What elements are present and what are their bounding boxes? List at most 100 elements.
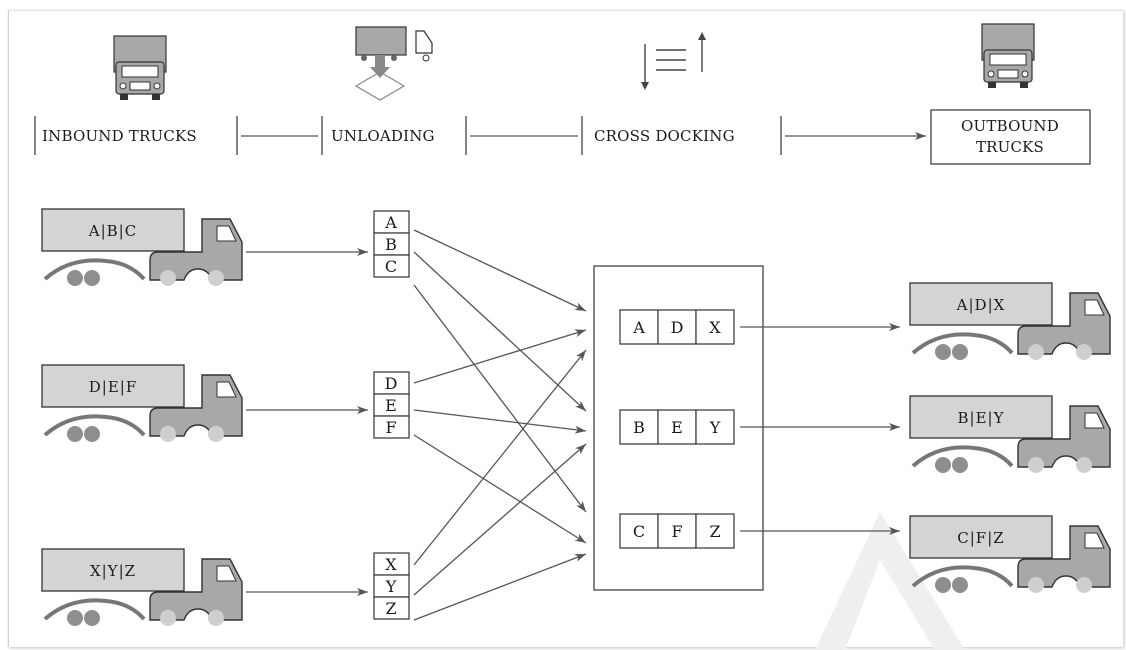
truck-wheel bbox=[208, 610, 224, 626]
unloading-item-label: C bbox=[385, 257, 397, 276]
cross-dock-cell bbox=[657, 409, 697, 445]
unloading-item-label: A bbox=[384, 213, 397, 232]
diagram-frame bbox=[8, 10, 1123, 647]
truck-cargo-label: A|D|X bbox=[956, 296, 1006, 314]
crossing-arrow-f bbox=[413, 434, 587, 544]
truck-wheel bbox=[160, 426, 176, 442]
unloading-item-label: Y bbox=[385, 577, 397, 596]
truck-trailer bbox=[909, 282, 1053, 326]
unloading-item-label: Z bbox=[385, 599, 396, 618]
unloading-item-box bbox=[373, 415, 410, 439]
truck-window bbox=[1084, 412, 1105, 429]
truck-wheel-arch bbox=[43, 598, 146, 621]
truck-wheel-arch bbox=[43, 414, 146, 437]
truck-window bbox=[1084, 299, 1105, 316]
truck-wheel bbox=[208, 270, 224, 286]
truck-wheel bbox=[1028, 457, 1044, 473]
stage-outbound-label-line2: TRUCKS bbox=[976, 138, 1044, 156]
cross-dock-group: B E Y bbox=[619, 409, 735, 445]
truck-wheel-arch bbox=[911, 332, 1014, 355]
stage-inbound-label: INBOUND TRUCKS bbox=[42, 127, 197, 145]
truck-cargo-label: B|E|Y bbox=[958, 409, 1005, 427]
unloading-item-label: E bbox=[385, 396, 397, 415]
truck-wheel bbox=[935, 344, 951, 360]
truck-wheel bbox=[1076, 344, 1092, 360]
inbound-truck: X|Y|Z bbox=[41, 548, 243, 626]
cross-dock-group: A D X bbox=[619, 309, 735, 345]
cross-dock-cell bbox=[657, 309, 697, 345]
crossing-arrow-y bbox=[413, 443, 587, 596]
cross-dock-cell-label: F bbox=[671, 522, 682, 541]
cross-dock-cell-label: X bbox=[709, 318, 721, 337]
unloading-truck-icon bbox=[354, 26, 433, 101]
crossing-arrow-a bbox=[413, 229, 587, 312]
truck-trailer bbox=[909, 395, 1053, 439]
crossing-arrow-x bbox=[413, 349, 587, 566]
cross-dock-cell bbox=[657, 513, 697, 549]
truck-wheel bbox=[84, 610, 100, 626]
cross-dock-cell-label: B bbox=[633, 418, 645, 437]
truck-wheel-arch bbox=[43, 258, 146, 281]
unloading-item-label: F bbox=[385, 418, 396, 437]
truck-front-icon bbox=[113, 35, 167, 100]
unloading-stack: D E F bbox=[373, 371, 410, 439]
stage-outbound-label-line1: OUTBOUND bbox=[961, 117, 1059, 135]
truck-wheel bbox=[952, 457, 968, 473]
truck-window bbox=[216, 381, 237, 398]
truck-wheel bbox=[1076, 577, 1092, 593]
outbound-stage-box bbox=[930, 109, 1091, 165]
unloading-item-label: X bbox=[385, 555, 397, 574]
truck-wheel bbox=[67, 610, 83, 626]
watermark-shape bbox=[815, 512, 965, 650]
truck-wheel-arch bbox=[911, 565, 1014, 588]
truck-wheel-arch bbox=[911, 445, 1014, 468]
truck-wheel bbox=[84, 426, 100, 442]
crossing-arrow-c bbox=[413, 284, 587, 513]
outbound-truck: C|F|Z bbox=[909, 515, 1111, 593]
inbound-truck: D|E|F bbox=[41, 364, 243, 442]
truck-wheel bbox=[952, 577, 968, 593]
unloading-item-label: B bbox=[385, 235, 397, 254]
crossing-arrow-b bbox=[413, 251, 587, 412]
cross-dock-cell bbox=[695, 409, 735, 445]
crossing-arrow-e bbox=[413, 409, 587, 434]
truck-wheel bbox=[1028, 344, 1044, 360]
cross-dock-cell-label: D bbox=[671, 318, 684, 337]
truck-wheel bbox=[160, 610, 176, 626]
stage-unloading-label: UNLOADING bbox=[331, 127, 435, 145]
truck-cargo-label: D|E|F bbox=[89, 378, 138, 396]
unloading-stack: X Y Z bbox=[373, 552, 410, 620]
truck-wheel bbox=[935, 577, 951, 593]
truck-cargo-label: C|F|Z bbox=[957, 529, 1004, 547]
unloading-item-box bbox=[373, 254, 410, 278]
truck-trailer bbox=[41, 208, 185, 252]
cross-dock-cell-label: E bbox=[671, 418, 683, 437]
cross-dock-cell-label: Y bbox=[709, 418, 721, 437]
truck-wheel bbox=[1076, 457, 1092, 473]
unloading-item-box bbox=[373, 596, 410, 620]
truck-wheel bbox=[208, 426, 224, 442]
unloading-item-label: D bbox=[385, 374, 398, 393]
cross-dock-cell-label: Z bbox=[709, 522, 720, 541]
cross-dock-cell bbox=[619, 409, 659, 445]
outbound-truck-icon bbox=[981, 23, 1035, 88]
truck-wheel bbox=[160, 270, 176, 286]
crossing-arrow-d bbox=[413, 329, 587, 384]
truck-wheel bbox=[67, 426, 83, 442]
unloading-stack: A B C bbox=[373, 210, 410, 278]
inbound-truck: A|B|C bbox=[41, 208, 243, 286]
truck-wheel bbox=[1028, 577, 1044, 593]
cross-dock-cell bbox=[695, 513, 735, 549]
outbound-truck: A|D|X bbox=[909, 282, 1111, 360]
truck-cargo-label: X|Y|Z bbox=[90, 562, 136, 580]
truck-window bbox=[216, 565, 237, 582]
truck-window bbox=[1084, 532, 1105, 549]
truck-wheel bbox=[84, 270, 100, 286]
truck-trailer bbox=[41, 364, 185, 408]
cross-dock-cell-label: C bbox=[633, 522, 645, 541]
truck-trailer bbox=[41, 548, 185, 592]
truck-cargo-label: A|B|C bbox=[88, 222, 137, 240]
truck-wheel bbox=[935, 457, 951, 473]
cross-dock-group: C F Z bbox=[619, 513, 735, 549]
